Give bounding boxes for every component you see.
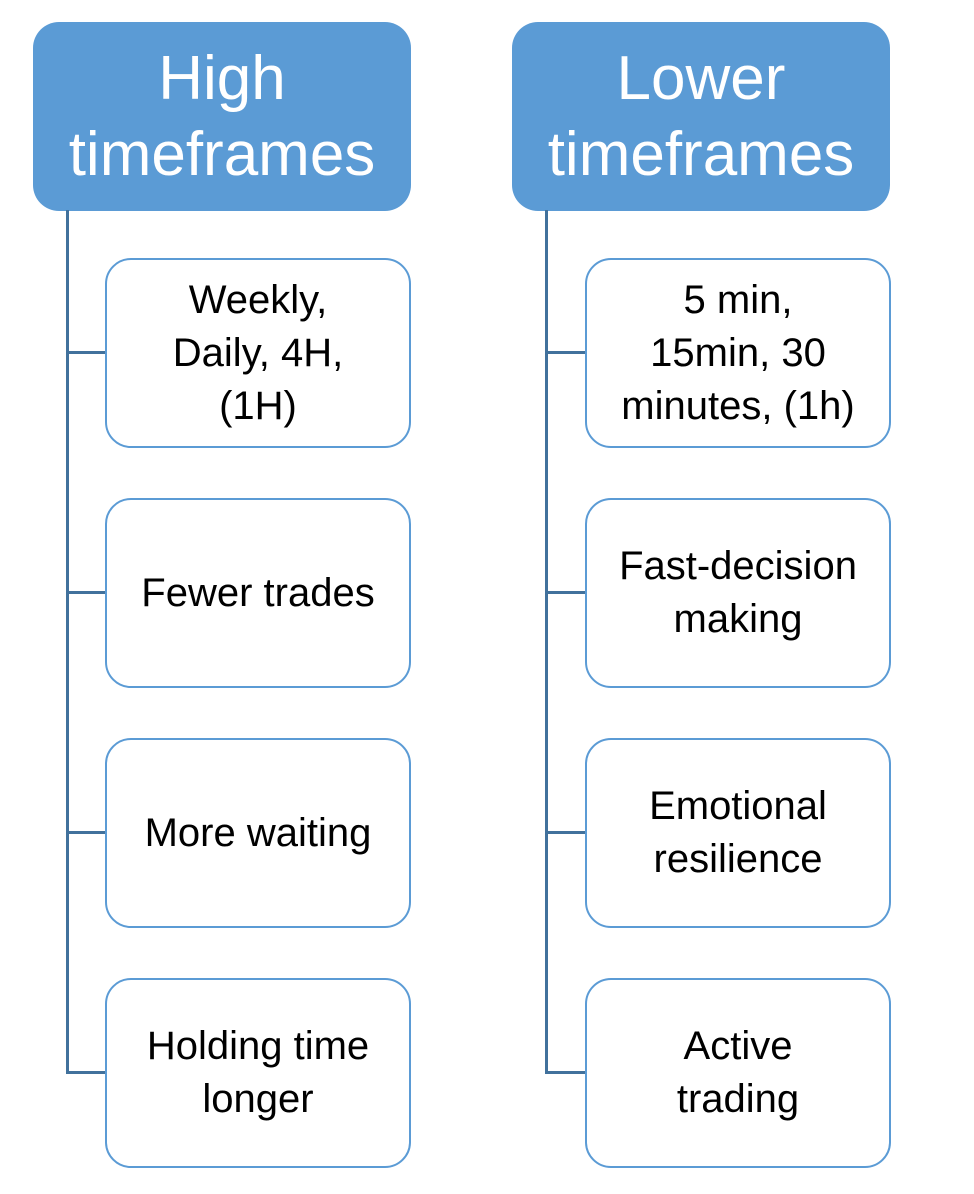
connector-trunk-lower (545, 210, 548, 1074)
node-5min-15min-30min-1h: 5 min, 15min, 30 minutes, (1h) (585, 258, 891, 448)
connector-stub (545, 591, 586, 594)
node-weekly-daily-4h-1h: Weekly, Daily, 4H, (1H) (105, 258, 411, 448)
node-holding-time-longer: Holding time longer (105, 978, 411, 1168)
connector-stub (66, 351, 106, 354)
node-active-trading: Active trading (585, 978, 891, 1168)
connector-stub (545, 1071, 586, 1074)
header-lower-timeframes: Lower timeframes (512, 22, 890, 211)
node-more-waiting: More waiting (105, 738, 411, 928)
node-fast-decision-making: Fast-decision making (585, 498, 891, 688)
connector-stub (66, 1071, 106, 1074)
header-high-timeframes: High timeframes (33, 22, 411, 211)
connector-stub (545, 831, 586, 834)
connector-stub (66, 831, 106, 834)
connector-stub (545, 351, 586, 354)
connector-stub (66, 591, 106, 594)
node-fewer-trades: Fewer trades (105, 498, 411, 688)
node-emotional-resilience: Emotional resilience (585, 738, 891, 928)
connector-trunk-high (66, 210, 69, 1074)
